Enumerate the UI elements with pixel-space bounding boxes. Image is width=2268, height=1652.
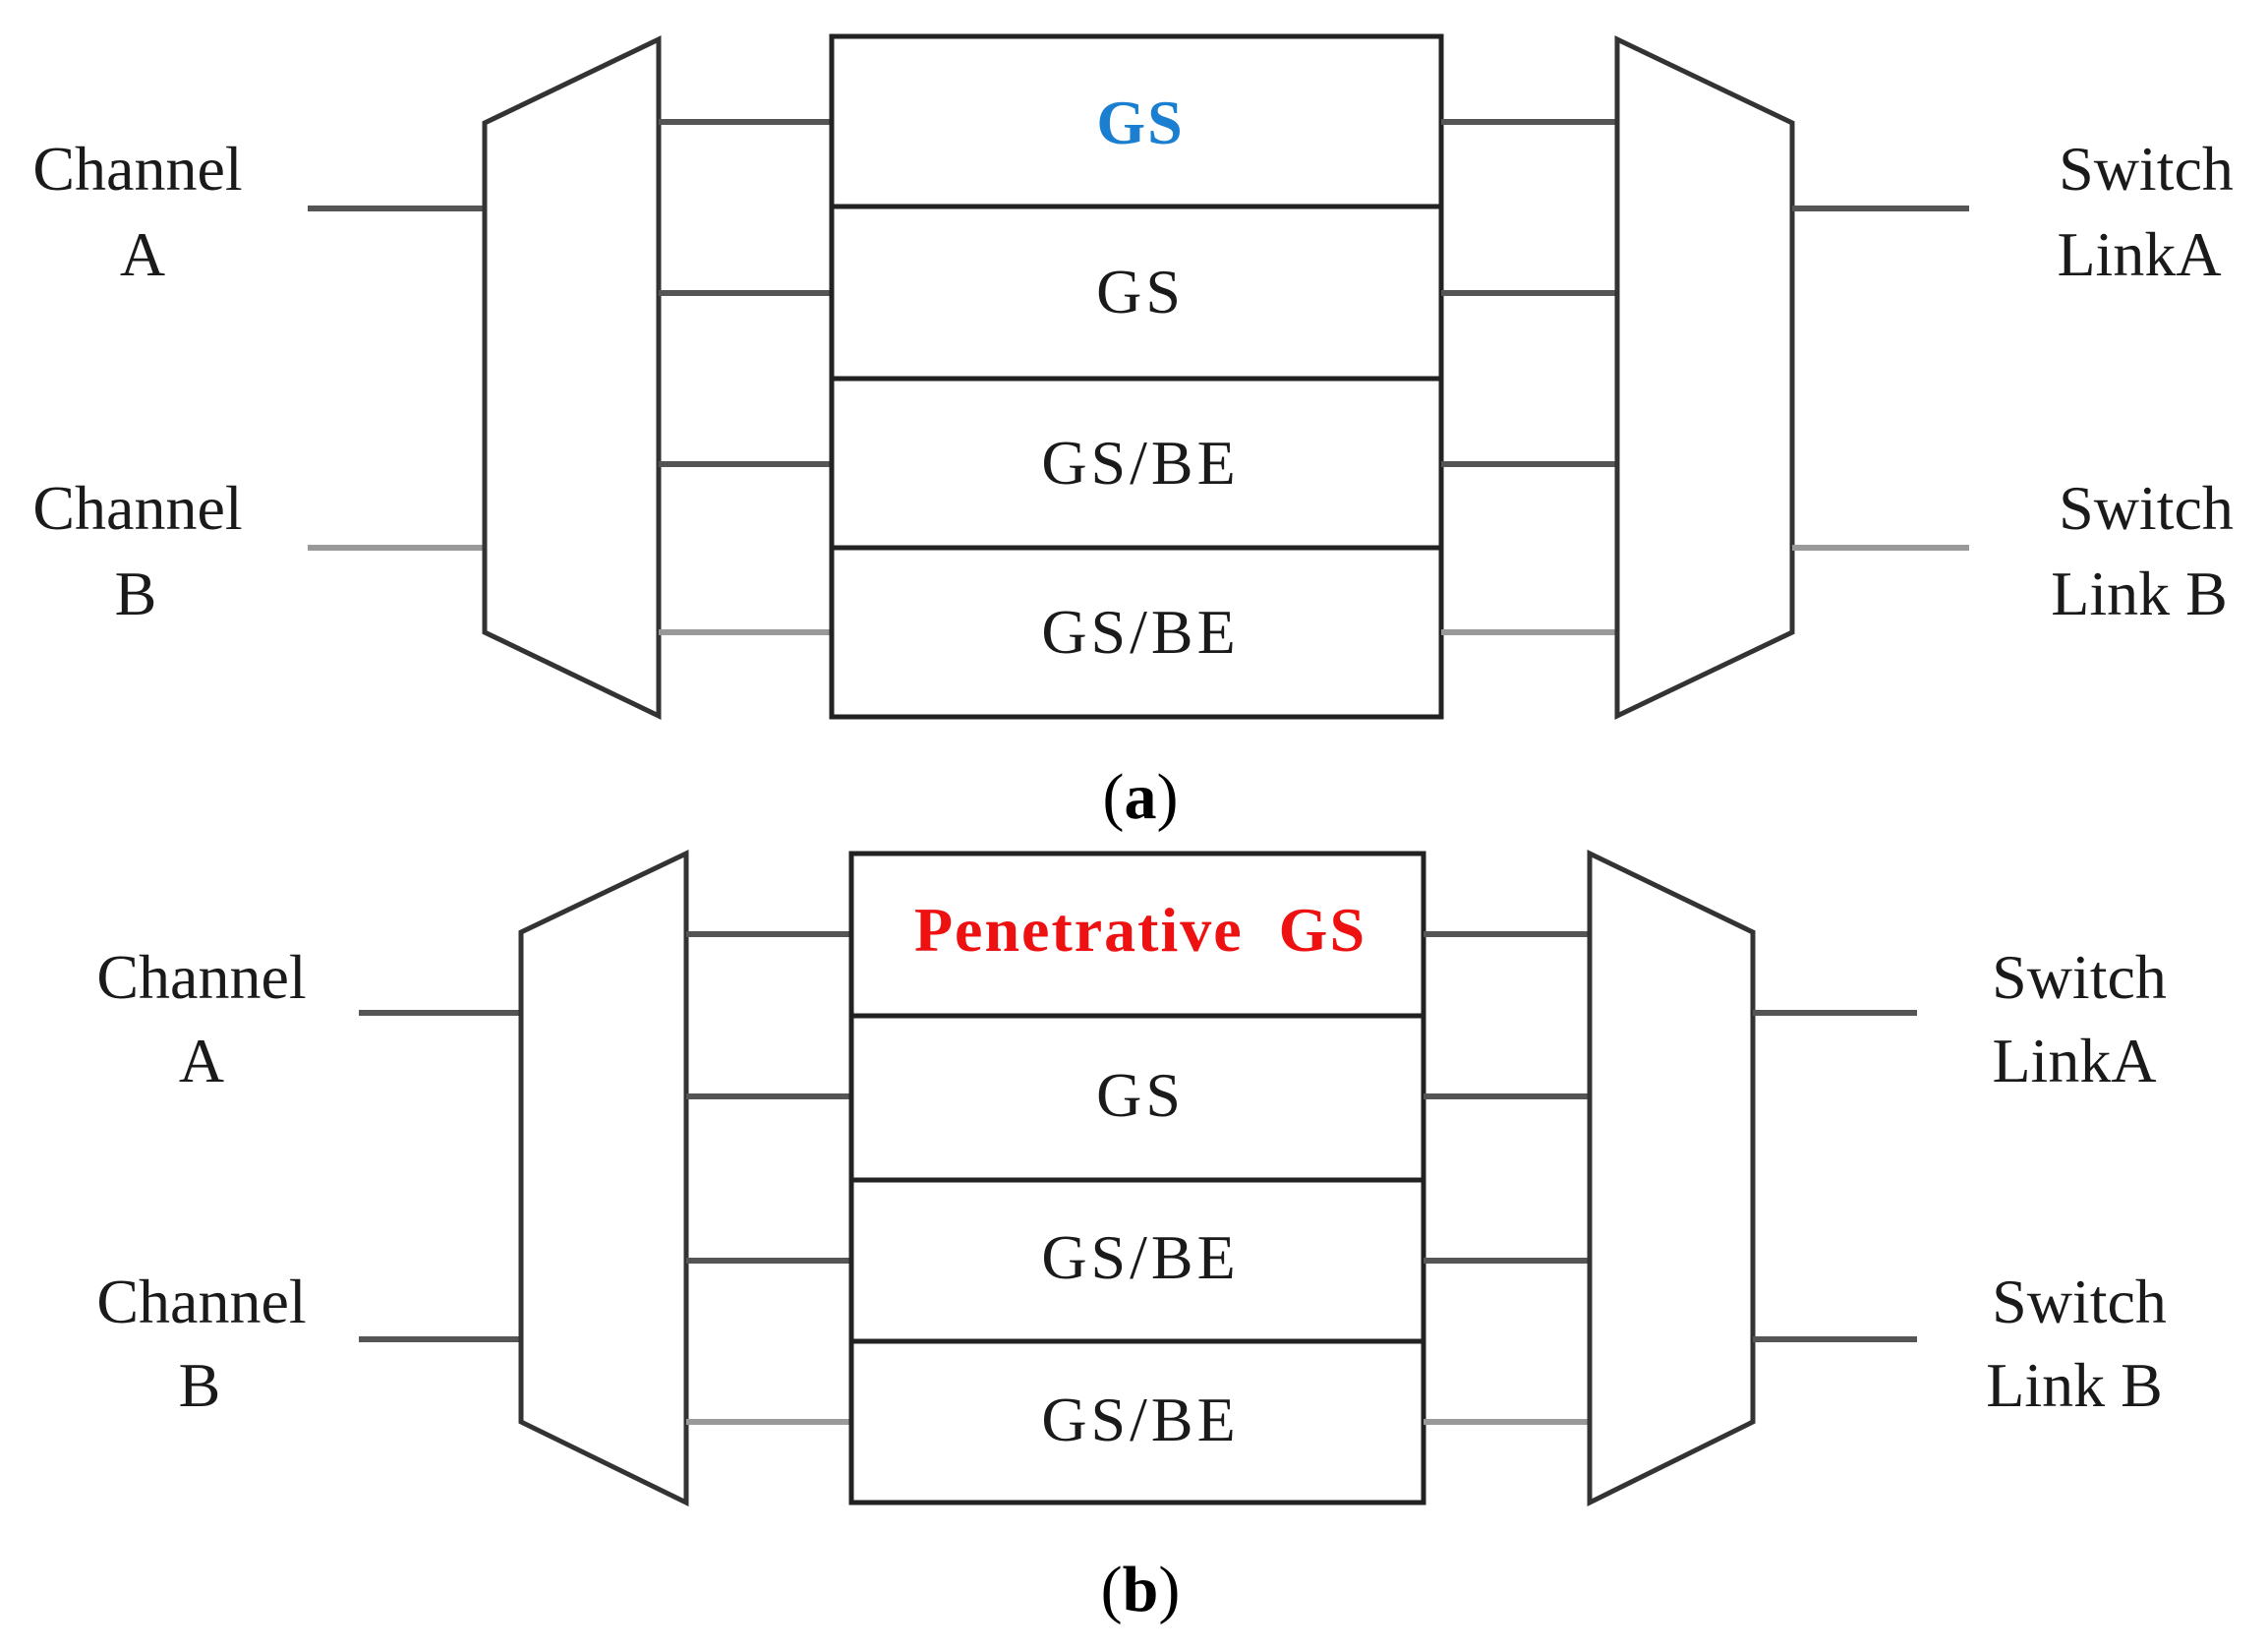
switch-a-label: Switch (2059, 134, 2234, 204)
switch-a-link: LinkA (2057, 219, 2221, 289)
channel-b-label: Channel (96, 1267, 306, 1336)
channel-b-letter: B (115, 559, 157, 628)
mux-b (1587, 850, 1756, 1507)
mux-a (1614, 35, 1795, 720)
channel-b-letter: B (179, 1350, 221, 1420)
demux-a (482, 35, 662, 720)
panel-b: Penetrative GS GS GS/BE GS/BE Channel A … (96, 850, 2167, 1625)
vc-label-b-3: GS/BE (1041, 1222, 1239, 1292)
panel-a: GS GS GS/BE GS/BE Channel A Channel B Sw… (32, 33, 2234, 833)
vc-label-b-2: GS (1096, 1060, 1185, 1130)
switch-b-link: Link B (1986, 1350, 2163, 1420)
vc-label-a-3: GS/BE (1041, 428, 1239, 498)
vc-label-a-4: GS/BE (1041, 597, 1239, 667)
channel-a-label: Channel (96, 942, 306, 1012)
vc-label-b-1: Penetrative GS (914, 895, 1367, 965)
vc-label-a-2: GS (1096, 257, 1185, 326)
switch-a-link: LinkA (1992, 1026, 2156, 1095)
switch-a-label: Switch (1992, 942, 2167, 1012)
demux-b (518, 850, 689, 1507)
channel-a-letter: A (120, 219, 165, 289)
switch-b-label: Switch (2059, 473, 2234, 543)
vc-label-a-1: GS (1096, 88, 1184, 157)
caption-b: (b) (1101, 1554, 1181, 1625)
vc-label-b-4: GS/BE (1041, 1385, 1239, 1454)
channel-a-letter: A (179, 1026, 224, 1095)
switch-b-link: Link B (2051, 559, 2228, 628)
channel-a-label: Channel (32, 134, 242, 204)
caption-a: (a) (1103, 761, 1179, 833)
switch-b-label: Switch (1992, 1267, 2167, 1336)
channel-b-label: Channel (32, 473, 242, 543)
